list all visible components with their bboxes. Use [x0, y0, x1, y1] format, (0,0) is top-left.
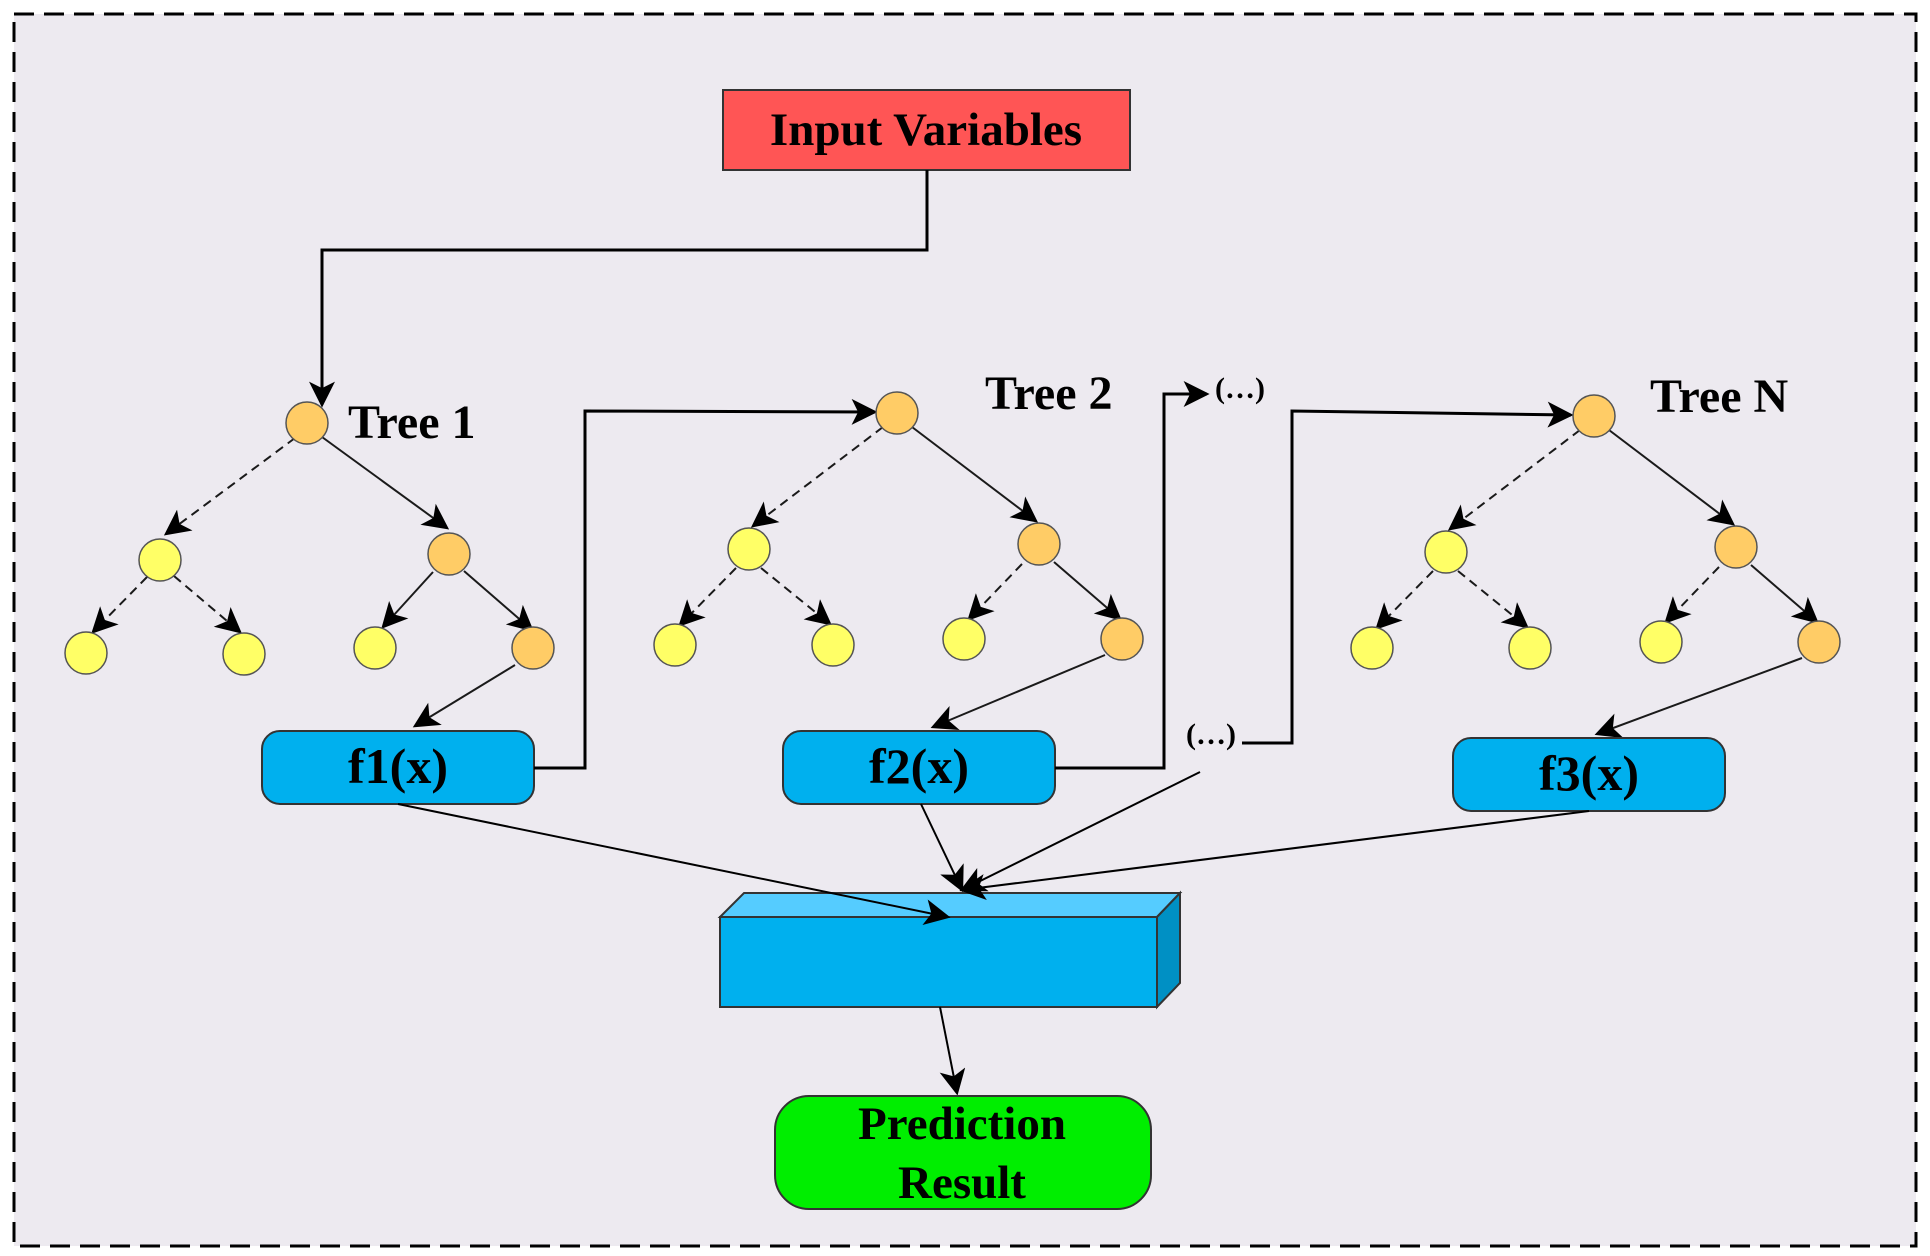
tree2-leaf [653, 623, 697, 667]
tree1-leaf [222, 632, 266, 676]
f1-to-aggregator-arrow [397, 803, 951, 926]
treeN-leaf [1639, 620, 1683, 664]
tree1-node [138, 538, 182, 582]
aggregator-to-result-arrow [939, 1006, 966, 1096]
ellipsis-to-aggregator-arrow [959, 771, 1201, 892]
f2-to-aggregator-arrow [920, 803, 964, 893]
treeN-node [1424, 530, 1468, 574]
f2-label: f2(x) [869, 738, 969, 794]
treeN-leaf [1350, 626, 1394, 670]
f3-to-aggregator-arrow [959, 810, 1590, 900]
prediction-result-box [774, 1095, 1152, 1210]
ellipsis-to-treeN-arrow [1242, 401, 1574, 745]
tree-1: Tree 1 [64, 396, 555, 676]
tree2-node [727, 527, 771, 571]
tree1-node [427, 532, 471, 576]
treeN-node [1714, 525, 1758, 569]
tree1-root-node [285, 401, 329, 445]
tree2-leaf [942, 617, 986, 661]
tree-2: Tree 2 [653, 367, 1144, 667]
tree2-node [1017, 522, 1061, 566]
treeN-root-node [1572, 394, 1616, 438]
f2-to-ellipsis-arrow [1055, 381, 1210, 770]
treeN-leaf [1797, 620, 1841, 664]
ellipsis-mid: (…) [1186, 718, 1236, 751]
tree1-leaf [353, 626, 397, 670]
treeN-label: Tree N [1650, 370, 1789, 423]
tree1-label: Tree 1 [348, 396, 476, 449]
f1-to-tree2-arrow [534, 398, 878, 770]
tree1-leaf [64, 631, 108, 675]
input-variables-label: Input Variables [770, 104, 1082, 156]
tree2-leaf [1100, 617, 1144, 661]
tree-n: Tree N [1350, 370, 1841, 670]
tree2-leaf [811, 623, 855, 667]
aggregator-block [717, 890, 1183, 1010]
ellipsis-top: (…) [1215, 372, 1265, 405]
prediction-result-line1: Prediction [858, 1098, 1066, 1150]
f3-label: f3(x) [1539, 745, 1639, 801]
f1-label: f1(x) [348, 738, 448, 794]
input-variables-box [722, 89, 1131, 171]
tree2-label: Tree 2 [985, 367, 1113, 420]
prediction-result-line2: Result [898, 1157, 1026, 1209]
treeN-leaf [1508, 626, 1552, 670]
tree1-leaf [511, 626, 555, 670]
tree2-root-node [875, 391, 919, 435]
input-to-tree1-arrow [309, 170, 929, 408]
